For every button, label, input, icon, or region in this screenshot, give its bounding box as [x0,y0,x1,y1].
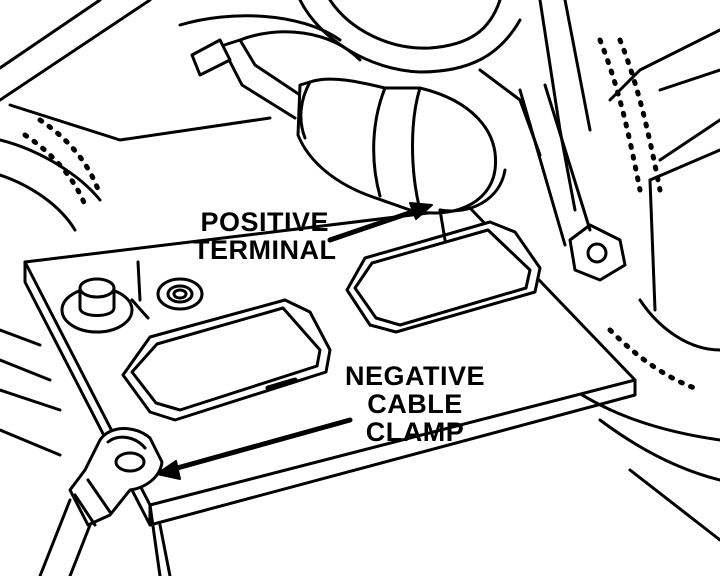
negative-cable-clamp-label-line1: NEGATIVE [345,361,486,391]
negative-cable-clamp-label: NEGATIVE CABLE CLAMP [345,362,485,446]
positive-terminal-label-line1: POSITIVE [200,207,330,237]
negative-cable-clamp [38,427,164,576]
hose-texture [22,37,703,393]
positive-terminal-boot [190,38,507,242]
battery-post [60,277,134,334]
positive-terminal-label-line2: TERMINAL [193,235,337,265]
negative-cable-clamp-label-line3: CLAMP [365,417,465,447]
vent-plug [156,277,204,311]
positive-terminal-arrow [327,202,433,243]
vent-cap-right [345,220,542,334]
hold-down-bracket [518,83,627,282]
negative-clamp-arrow [156,417,353,480]
vent-cap-left [121,298,332,422]
positive-terminal-label: POSITIVE TERMINAL [193,208,336,264]
negative-cable-clamp-label-line2: CABLE [367,389,463,419]
